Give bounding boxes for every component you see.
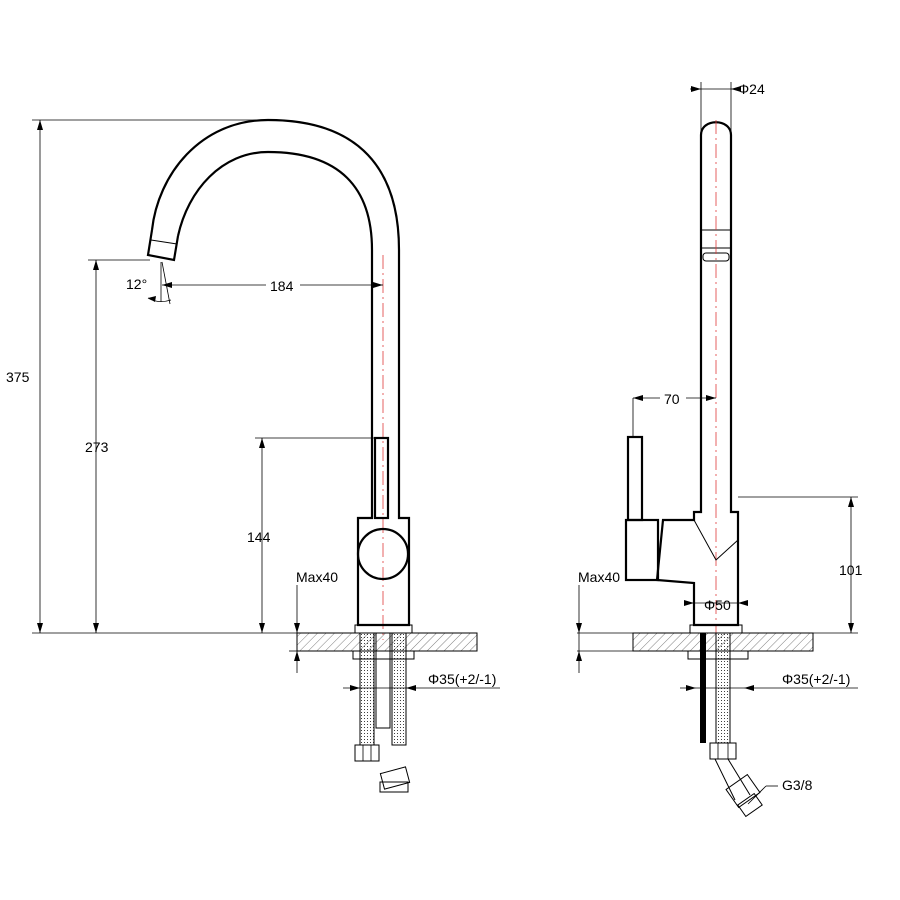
dim-144-label: 144 bbox=[247, 529, 271, 545]
dim-thread: G3/8 bbox=[747, 777, 813, 805]
hose-nut-right bbox=[379, 766, 411, 790]
hose-nut-left bbox=[354, 744, 380, 762]
dim-g38-label: G3/8 bbox=[782, 777, 813, 793]
dim-outlet-height: 273 bbox=[85, 259, 150, 633]
dim-max40-label-left: Max40 bbox=[296, 569, 338, 585]
dim-184-label: 184 bbox=[270, 278, 294, 294]
dim-12deg-label: 12° bbox=[126, 276, 147, 292]
dim-spout-reach: 184 bbox=[162, 276, 383, 294]
front-view: Φ24 70 101 Max40 bbox=[576, 81, 863, 818]
dim-max40-label-right: Max40 bbox=[578, 569, 620, 585]
deck-section bbox=[296, 632, 478, 652]
dim-hole-left: Φ35(+2/-1) bbox=[343, 671, 500, 691]
lever-front bbox=[626, 435, 644, 522]
dim-handle-height: 144 bbox=[247, 437, 376, 633]
faucet-body-front bbox=[624, 435, 743, 634]
dim-phi24-label: Φ24 bbox=[738, 81, 765, 97]
dim-spout-angle: 12° bbox=[126, 261, 172, 305]
dim-375-label: 375 bbox=[6, 369, 30, 385]
dim-hole-right: Φ35(+2/-1) bbox=[680, 671, 858, 691]
dim-273-label: 273 bbox=[85, 439, 109, 455]
dim-phi35-label-left: Φ35(+2/-1) bbox=[428, 671, 496, 687]
mounting-assembly-front bbox=[687, 632, 763, 818]
dim-handle-offset: 70 bbox=[632, 390, 716, 437]
handle-front bbox=[624, 518, 660, 582]
hose-left bbox=[359, 632, 375, 746]
dim-70-label: 70 bbox=[664, 391, 680, 407]
dim-phi35-label-right: Φ35(+2/-1) bbox=[782, 671, 850, 687]
dim-101-label: 101 bbox=[839, 562, 863, 578]
hose-right bbox=[391, 632, 407, 746]
handle-lever bbox=[373, 436, 390, 520]
dim-tube-diameter: Φ24 bbox=[690, 81, 765, 135]
faucet-body bbox=[354, 436, 413, 634]
connector-g38 bbox=[725, 773, 761, 809]
handle-knob bbox=[356, 527, 410, 581]
dim-total-height: 375 bbox=[6, 119, 297, 634]
dim-phi50-label: Φ50 bbox=[704, 597, 731, 613]
dim-deck-max-right: Max40 bbox=[576, 569, 633, 673]
side-view: 375 273 184 12° bbox=[6, 118, 500, 793]
dim-body-height: 101 bbox=[738, 496, 863, 634]
dim-base-diameter: Φ50 bbox=[684, 597, 748, 613]
spout-outline bbox=[146, 118, 401, 495]
mounting-assembly bbox=[352, 632, 415, 793]
dim-deck-max-left: Max40 bbox=[289, 569, 338, 673]
